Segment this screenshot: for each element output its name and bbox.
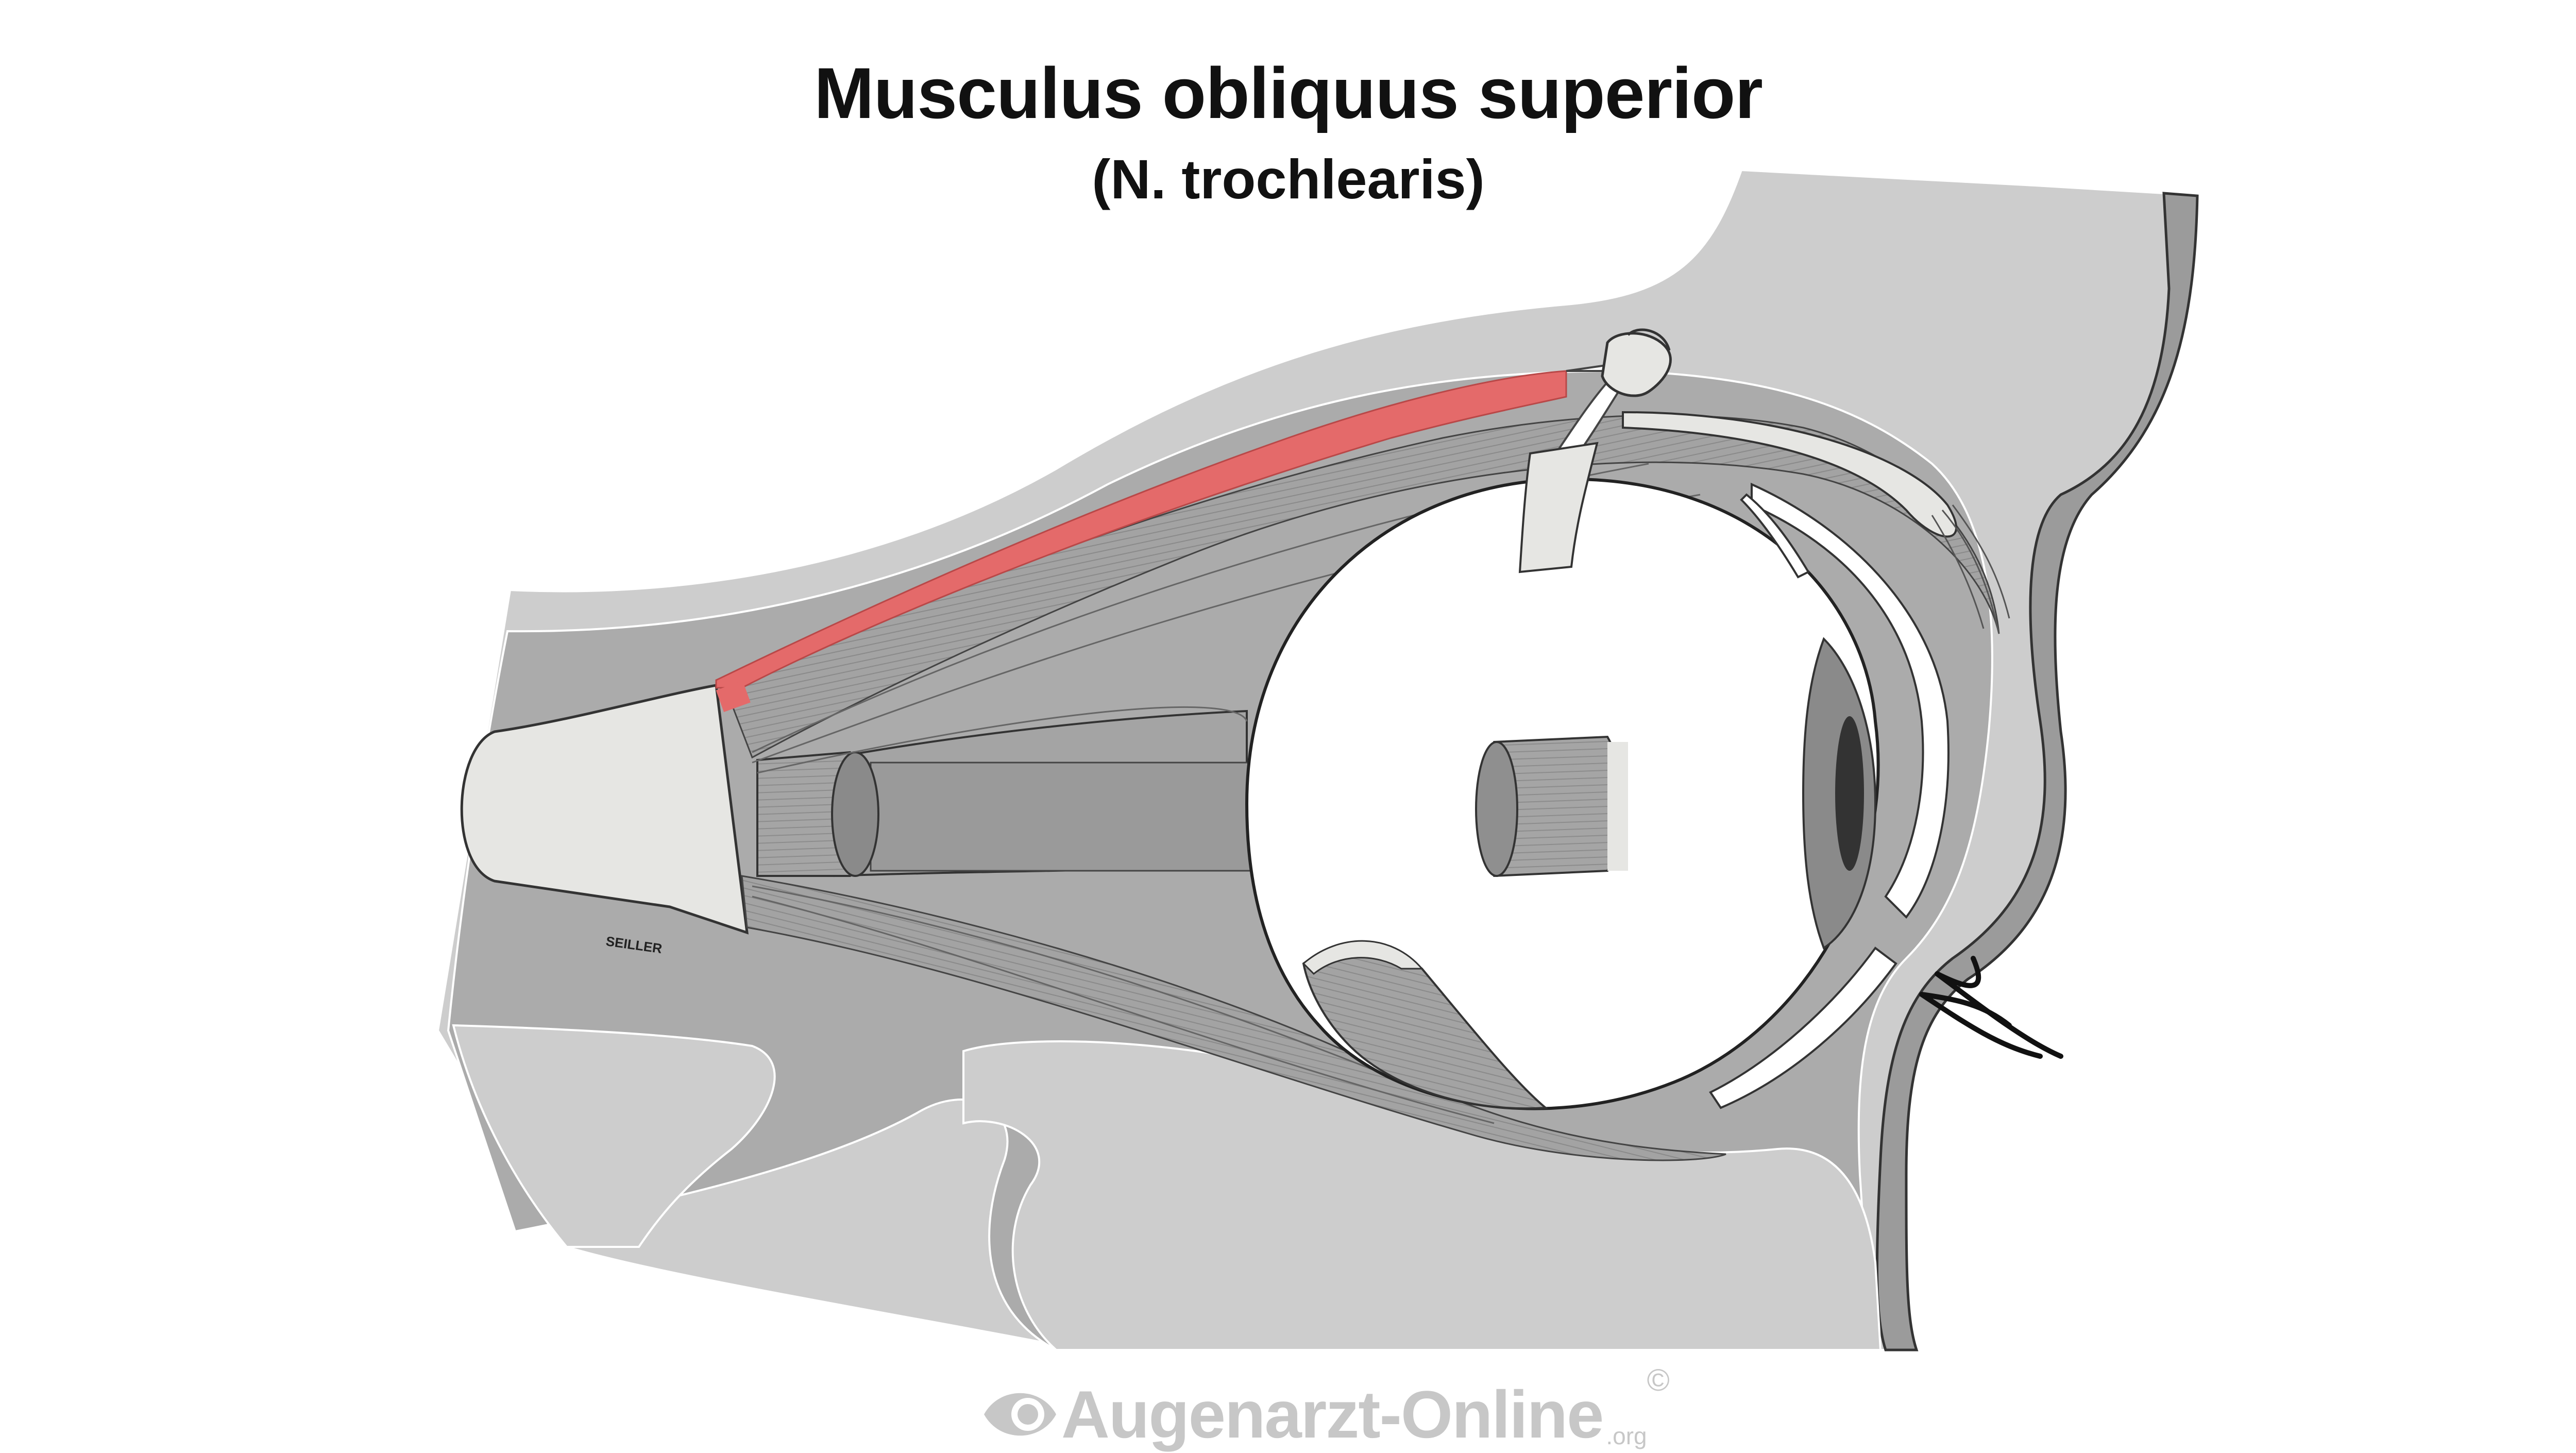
inferior-fibers [752,885,1495,1124]
lower-eyelid [1709,947,1897,1109]
orbit-floor-bone [452,1024,776,1248]
eye-logo-icon [984,1393,1056,1436]
superior-oblique-muscle [715,370,1567,689]
upper-eyelid-sheet [1622,411,1958,538]
optic-nerve-core [870,762,1253,872]
pupil [1835,716,1864,871]
superior-oblique-origin [716,680,751,713]
watermark-brand: Augenarzt-Online [1061,1377,1604,1452]
optic-nerve-cut-face [831,751,879,877]
copyright-mark: © [1647,1363,1670,1397]
annulus-of-zinn [460,684,749,935]
diagram-title: Musculus obliquus superior [814,53,1763,133]
trochlea-loop [1627,328,1671,351]
orbital-septum-upper [1740,493,1810,579]
watermark: Augenarzt-Online .org © [979,1360,1670,1453]
trochlea [1601,332,1672,397]
brow-strands [1931,504,2010,634]
inferior-oblique-tendon [1302,940,1424,975]
diagram-subtitle: (N. trochlearis) [1092,148,1485,210]
medial-rectus-cut-face [1475,741,1518,877]
medial-rectus-tendon [1607,742,1628,871]
orbital-rim [1875,192,2199,1351]
lower-eyelashes [1919,992,2043,1059]
upper-eyelid [1751,482,1950,919]
watermark-suffix: .org [1606,1423,1647,1449]
superior-oblique-insertion [1518,442,1599,573]
